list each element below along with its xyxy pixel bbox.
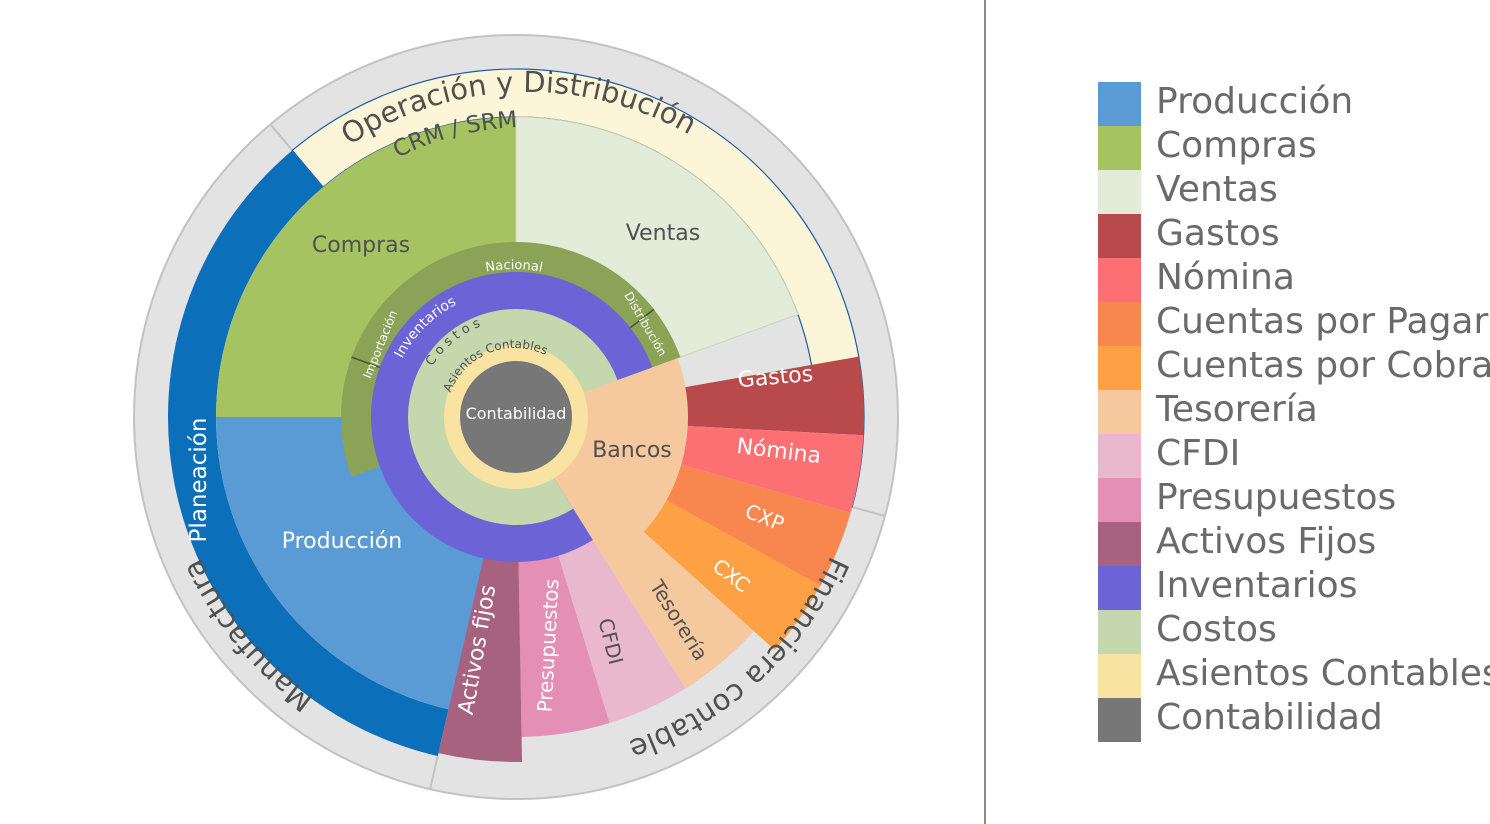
legend-swatch [1098,302,1141,346]
label-contabilidad: Contabilidad [466,404,567,423]
segment-inventarios-lower [371,417,516,562]
legend-label: Presupuestos [1156,477,1397,518]
legend-swatch [1098,170,1141,214]
module-sunburst-diagram: Operación y Distribución CRM / SRM Manuf… [133,34,899,800]
segment-gastos [683,356,864,436]
legend-swatch [1098,610,1141,654]
label-ventas: Ventas [626,221,700,246]
legend-label: Asientos Contables [1156,653,1490,694]
legend-item: Costos [1098,610,1490,654]
segment-cfdi [545,501,686,724]
label-bancos: Bancos [592,438,672,463]
label-compras: Compras [312,233,410,258]
legend-label: Contabilidad [1156,697,1383,738]
legend-item: Cuentas por Cobrar [1098,346,1490,390]
legend-swatch [1098,346,1141,390]
legend-label: Compras [1156,125,1317,166]
legend-swatch [1098,126,1141,170]
legend-item: Nómina [1098,258,1490,302]
legend-item: Activos Fijos [1098,522,1490,566]
legend-item: Cuentas por Pagar [1098,302,1490,346]
segment-planeacion [167,150,449,757]
legend-swatch [1098,522,1141,566]
legend-swatch [1098,478,1141,522]
segment-activos-fijos [438,494,523,763]
label-produccion: Producción [282,529,403,554]
legend-label: Tesorería [1156,389,1318,430]
legend-label: Cuentas por Pagar [1156,301,1489,342]
legend-swatch [1098,434,1141,478]
segment-costos [408,309,618,417]
label-planeacion: Planeación [186,418,212,543]
segment-costos-bottom [516,476,574,525]
legend-item: Producción [1098,82,1490,126]
segment-nacional [351,242,681,370]
outer-ring-divider [851,506,886,517]
outer-ring-divider [269,123,294,152]
legend-swatch [1098,654,1141,698]
legend-item: Contabilidad [1098,698,1490,742]
legend-swatch [1098,566,1141,610]
segment-cxp [664,463,851,586]
legend-swatch [1098,82,1141,126]
legend-swatch [1098,698,1141,742]
legend-item: Ventas [1098,170,1490,214]
legend-label: Producción [1156,81,1354,122]
legend-item: Asientos Contables [1098,654,1490,698]
label-nacional: Nacional [484,258,544,276]
legend-label: Gastos [1156,213,1280,254]
segment-cxc [642,499,821,650]
vertical-divider [984,0,986,824]
legend-item: Gastos [1098,214,1490,258]
legend-item: Tesorería [1098,390,1490,434]
legend-label: CFDI [1156,433,1241,474]
legend-label: Cuentas por Cobrar [1156,345,1490,386]
segment-nomina [679,425,864,513]
segment-inventarios [371,271,653,417]
legend-item: Inventarios [1098,566,1490,610]
legend-item: Compras [1098,126,1490,170]
segment-contabilidad [460,361,572,473]
outer-ring-divider [429,755,439,790]
legend-item: CFDI [1098,434,1490,478]
segment-costos-lower [408,417,516,525]
legend-label: Costos [1156,609,1277,650]
legend-label: Activos Fijos [1156,521,1377,562]
legend-swatch [1098,214,1141,258]
legend-swatch [1098,390,1141,434]
legend-label: Inventarios [1156,565,1358,606]
legend-label: Nómina [1156,257,1295,298]
legend-swatch [1098,258,1141,302]
legend-item: Presupuestos [1098,478,1490,522]
legend-label: Ventas [1156,169,1278,210]
